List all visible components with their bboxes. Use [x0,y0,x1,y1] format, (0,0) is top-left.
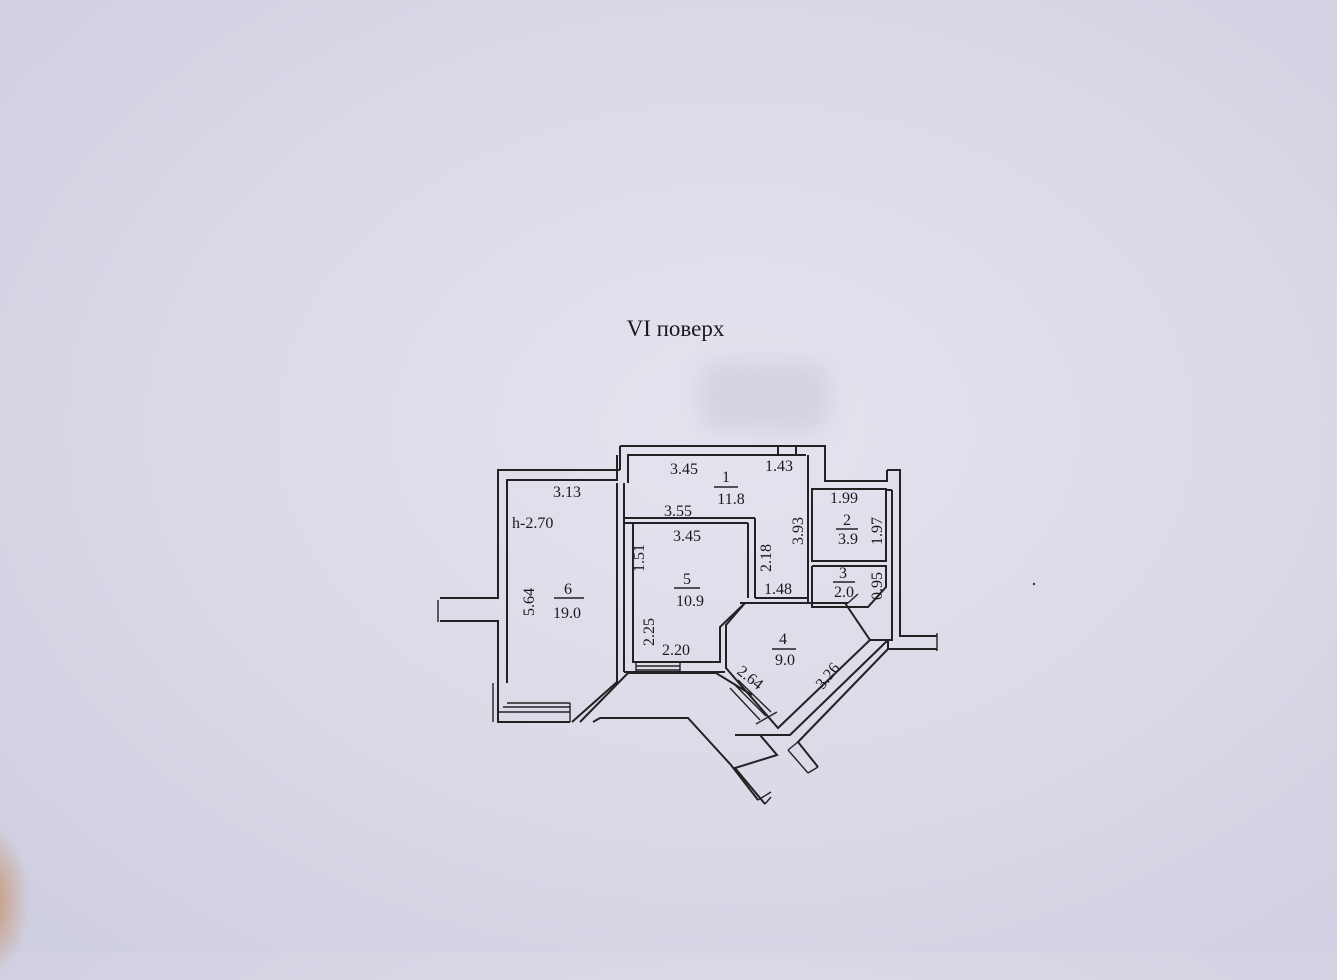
dim-r3-right: 0.95 [869,572,886,600]
dim-r1-top-left: 3.45 [670,461,698,478]
dim-r5-left-lower: 2.25 [641,618,658,646]
room-1-number: 1 [722,469,730,486]
room-2-area: 3.9 [838,531,858,548]
room-3-number: 3 [839,565,847,582]
dim-r1-right: 3.93 [790,517,807,545]
dim-r5-bottom: 2.20 [662,642,690,659]
floor-title: VI поверх [626,316,725,341]
room-4-number: 4 [779,631,787,648]
dim-r1-top-right: 1.43 [765,458,793,475]
room-3-area: 2.0 [834,584,854,601]
outer-walls [437,445,938,805]
room-4-area: 9.0 [775,652,795,669]
dim-r5-left-upper: 1.51 [631,544,648,572]
dim-r1-bottom: 3.55 [664,503,692,520]
room-6-number: 6 [564,581,572,598]
ceiling-height: h-2.70 [512,515,553,532]
room-5-number: 5 [683,571,691,588]
room-1-area: 11.8 [717,491,744,508]
dim-r6-top: 3.13 [553,484,581,501]
room-2-number: 2 [843,512,851,529]
room-6-area: 19.0 [553,605,581,622]
dim-corridor-bottom: 1.48 [764,581,792,598]
dim-corridor-vertical: 2.18 [758,544,775,572]
redacted-area [700,362,830,432]
floor-plan: h-2.70 1 11.8 2 3.9 3 2.0 4 9.0 5 10.9 6… [437,445,1036,805]
dim-r2-right: 1.97 [869,517,886,545]
dimension-labels: 3.45 1.43 3.55 3.93 3.13 5.64 3.45 1.51 … [521,458,886,693]
room-labels: h-2.70 1 11.8 2 3.9 3 2.0 4 9.0 5 10.9 6… [512,469,858,669]
dim-r5-top: 3.45 [673,528,701,545]
dim-r6-side: 5.64 [521,588,538,616]
interior-walls [571,455,893,730]
paper-speck [1032,582,1036,586]
room-5-area: 10.9 [676,593,704,610]
dim-r2-top: 1.99 [830,490,858,507]
